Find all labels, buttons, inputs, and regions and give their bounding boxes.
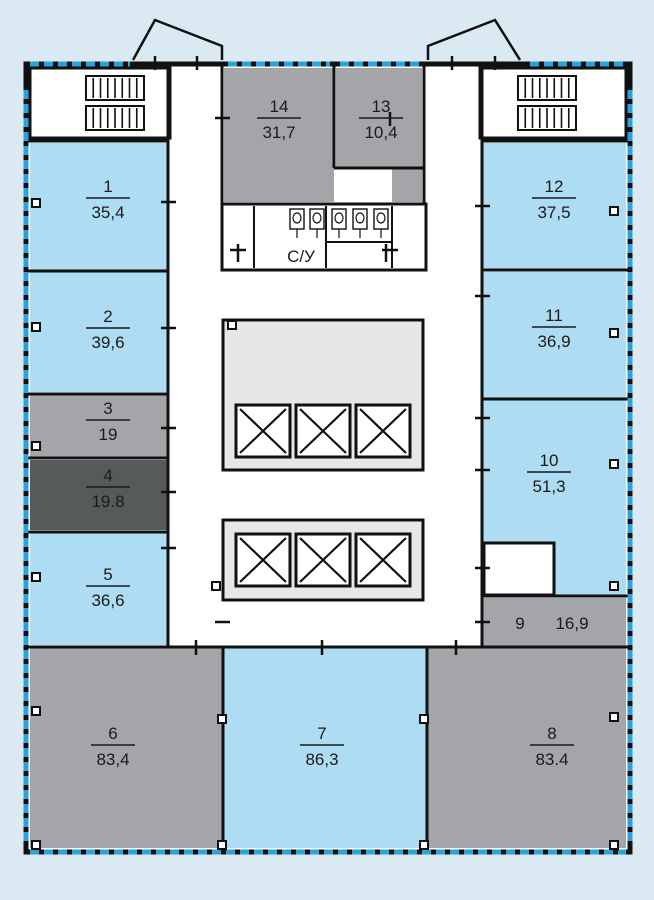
elevator-icon xyxy=(294,532,352,588)
room-5-fill xyxy=(30,533,168,645)
column-marker-icon xyxy=(211,581,221,591)
room-area-label: 10,4 xyxy=(364,123,397,142)
room-number-label: 2 xyxy=(103,307,112,326)
ventilation-grille-icon xyxy=(517,75,577,131)
column-marker-icon xyxy=(227,320,237,330)
room-number-label: 14 xyxy=(270,97,289,116)
door-ticks xyxy=(161,112,490,655)
room-area-label: 36,6 xyxy=(91,591,124,610)
column-marker-icon xyxy=(609,328,619,338)
room-number-label: 3 xyxy=(103,399,112,418)
column-marker-icon xyxy=(609,581,619,591)
toilet-icon xyxy=(289,208,305,238)
restroom-block: С/У xyxy=(220,202,428,272)
toilet-icon xyxy=(373,208,389,238)
column-marker-icon xyxy=(609,206,619,216)
room-area-label: 39,6 xyxy=(91,333,124,352)
elevator-icon xyxy=(234,403,292,459)
column-marker-icon xyxy=(609,840,619,850)
window-strip xyxy=(23,61,633,855)
room-number-label: 6 xyxy=(108,724,117,743)
ventilation-block-right xyxy=(478,66,628,140)
room-6-fill xyxy=(30,648,222,848)
toilet-icon xyxy=(309,208,325,238)
room-13-extension xyxy=(392,168,422,202)
column-marker-icon xyxy=(609,712,619,722)
room-area-label: 83,4 xyxy=(96,750,129,769)
elevator-icon xyxy=(234,532,292,588)
toilet-row xyxy=(289,208,389,238)
room-4-fill xyxy=(30,460,168,530)
room-number-label: 13 xyxy=(372,97,391,116)
room-labels: 14 31,7 13 10,4 1 35,4 2 39,6 3 19 4 19.8 5 36,6 12 37,… xyxy=(86,97,589,769)
column-marker-icon xyxy=(217,840,227,850)
room-area-label: 16,9 xyxy=(555,614,588,633)
column-marker-icon xyxy=(31,322,41,332)
ventilation-block-left xyxy=(28,66,172,140)
column-marker-icon xyxy=(31,706,41,716)
column-marker-icon xyxy=(419,714,429,724)
entrance-canopy-left xyxy=(131,18,224,70)
elevator-icon xyxy=(354,532,412,588)
elevator-core-upper xyxy=(221,318,425,472)
toilet-icon xyxy=(331,208,347,238)
room-area-label: 36,9 xyxy=(537,332,570,351)
column-marker-icon xyxy=(31,198,41,208)
room-10-alcove xyxy=(482,541,556,597)
room-area-label: 19.8 xyxy=(91,492,124,511)
room-1-fill xyxy=(30,143,168,270)
ventilation-grille-icon xyxy=(85,75,145,131)
room-7-fill xyxy=(224,648,426,848)
elevator-icon xyxy=(354,403,412,459)
room-area-label: 37,5 xyxy=(537,203,570,222)
room-3-fill xyxy=(30,395,168,457)
room-number-label: 8 xyxy=(547,724,556,743)
toilet-icon xyxy=(352,208,368,238)
room-number-label: 11 xyxy=(545,306,563,325)
room-area-label: 35,4 xyxy=(91,203,124,222)
room-9-fill xyxy=(482,598,626,646)
room-2-fill xyxy=(30,272,168,392)
entrance-canopy-right xyxy=(426,18,522,70)
room-number-label: 9 xyxy=(515,614,524,633)
restroom-label: С/У xyxy=(287,247,315,266)
elevator-core-lower xyxy=(221,518,425,602)
room-12-fill xyxy=(482,143,626,269)
column-marker-icon xyxy=(609,459,619,469)
room-14-fill xyxy=(224,68,334,202)
room-area-label: 83.4 xyxy=(535,750,568,769)
room-8-fill xyxy=(428,648,626,848)
room-area-label: 31,7 xyxy=(262,123,295,142)
room-number-label: 10 xyxy=(540,451,559,470)
room-number-label: 1 xyxy=(103,177,112,196)
column-markers xyxy=(31,198,619,850)
room-11-fill xyxy=(482,272,626,398)
room-number-label: 5 xyxy=(103,565,112,584)
room-area-label: 19 xyxy=(99,425,118,444)
column-marker-icon xyxy=(217,714,227,724)
column-marker-icon xyxy=(31,441,41,451)
room-number-label: 12 xyxy=(545,177,564,196)
room-area-label: 51,3 xyxy=(532,477,565,496)
room-fills xyxy=(30,68,626,848)
room-number-label: 4 xyxy=(103,466,112,485)
column-marker-icon xyxy=(31,840,41,850)
column-marker-icon xyxy=(419,840,429,850)
room-number-label: 7 xyxy=(317,724,326,743)
elevator-icon xyxy=(294,403,352,459)
room-area-label: 86,3 xyxy=(305,750,338,769)
column-marker-icon xyxy=(31,572,41,582)
